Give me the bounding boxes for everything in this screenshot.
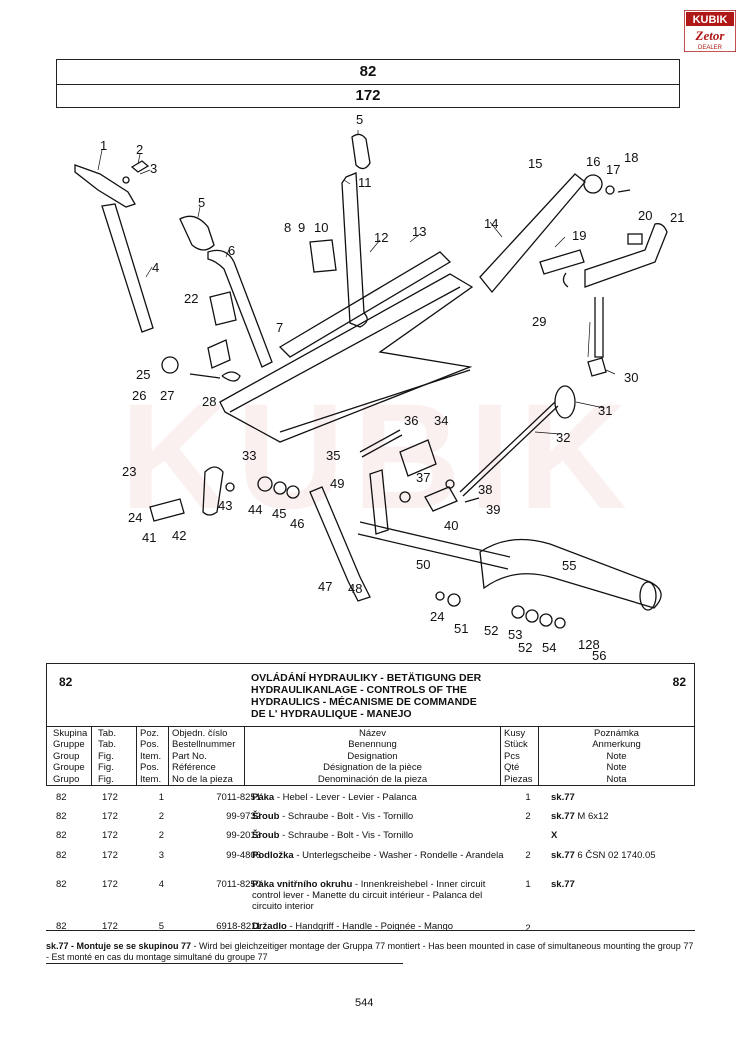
callout-48: 47	[318, 579, 332, 594]
callout-49: 48	[348, 581, 362, 596]
exploded-parts-diagram: 1 2 3 4 5 5 6 7 8 9 10 11 12 13 14 15 16…	[74, 112, 684, 663]
callout-9: 9	[298, 220, 305, 235]
callout-28: 128	[578, 637, 600, 652]
callout-33: 32	[556, 430, 570, 445]
callout-25: 25	[136, 367, 150, 382]
callout-20: 20	[638, 208, 652, 223]
callout-43: 42	[172, 528, 186, 543]
callout-10: 10	[314, 220, 328, 235]
callout-26: 26	[132, 388, 146, 403]
callout-32: 31	[598, 403, 612, 418]
callout-40: 39	[486, 502, 500, 517]
callout-14: 14	[484, 216, 498, 231]
callout-27: 27	[160, 388, 174, 403]
callout-15: 15	[528, 156, 542, 171]
divider	[46, 963, 403, 964]
callout-13: 13	[412, 224, 426, 239]
section-right: 82	[672, 675, 686, 689]
logo-line2: Zetor	[695, 28, 726, 43]
callout-44: 43	[218, 498, 232, 513]
callout-45: 44	[248, 502, 262, 517]
callout-52b: 52	[484, 623, 498, 638]
callout-55: 54	[542, 640, 556, 655]
callout-54: 53	[508, 627, 522, 642]
callout-19: 19	[572, 228, 586, 243]
callout-42: 41	[142, 530, 156, 545]
page-number: 544	[355, 997, 374, 1009]
table-number: 172	[56, 84, 680, 108]
callout-6: 6	[228, 243, 235, 258]
callout-46: 45	[272, 506, 286, 521]
logo-line3: DEALER	[698, 45, 723, 51]
callout-24b: 24	[430, 609, 444, 624]
callout-4: 4	[152, 260, 159, 275]
title-line-3: HYDRAULICS - MÉCANISME DE COMMANDE	[251, 696, 477, 708]
callout-37: 36	[404, 413, 418, 428]
callout-34: 33	[242, 448, 256, 463]
callout-23: 23	[122, 464, 136, 479]
callout-56: 55	[562, 558, 576, 573]
logo-line1: KUBIK	[693, 14, 728, 26]
section-number: 82	[56, 59, 680, 85]
callout-35: 34	[434, 413, 448, 428]
col-pos: Poz.Pos.Item.Pos.Item.	[137, 727, 169, 786]
callout-29: 28	[202, 394, 216, 409]
callout-2: 2	[136, 142, 143, 157]
callout-36: 35	[326, 448, 340, 463]
callout-5b: 5	[356, 112, 363, 127]
callout-18: 18	[624, 150, 638, 165]
callout-24a: 24	[128, 510, 142, 525]
callout-21: 21	[670, 210, 684, 225]
footnote: sk.77 - Montuje se se skupinou 77 - Wird…	[46, 941, 694, 962]
divider	[46, 930, 695, 931]
callout-51: 50	[416, 557, 430, 572]
callout-31: 30	[624, 370, 638, 385]
callout-5a: 5	[198, 195, 205, 210]
callout-16: 16	[586, 154, 600, 169]
callout-47: 46	[290, 516, 304, 531]
title-line-4: DE L' HYDRAULIQUE - MANEJO	[251, 708, 412, 720]
title-line-1: OVLÁDÁNÍ HYDRAULIKY - BETÄTIGUNG DER	[251, 672, 482, 684]
callout-1: 1	[100, 138, 107, 153]
kubik-zetor-logo: KUBIK Zetor DEALER	[684, 10, 736, 52]
title-line-2: HYDRAULIKANLAGE - CONTROLS OF THE	[251, 684, 467, 696]
callout-12: 12	[374, 230, 388, 245]
section-left: 82	[59, 675, 73, 689]
table-title: OVLÁDÁNÍ HYDRAULIKY - BETÄTIGUNG DER HYD…	[251, 672, 531, 720]
parts-table-header: 82 82 OVLÁDÁNÍ HYDRAULIKY - BETÄTIGUNG D…	[46, 663, 695, 786]
callout-53: 52	[518, 640, 532, 655]
callout-41: 40	[444, 518, 458, 533]
callout-22: 22	[184, 291, 198, 306]
callout-57: 56	[592, 648, 606, 663]
callout-8: 8	[284, 220, 291, 235]
callout-39: 38	[478, 482, 492, 497]
callout-17: 17	[606, 162, 620, 177]
callout-50: 49	[330, 476, 344, 491]
callout-30: 29	[532, 314, 546, 329]
callout-38: 37	[416, 470, 430, 485]
callout-52a: 51	[454, 621, 468, 636]
callout-11: 11	[358, 175, 372, 190]
callout-7: 7	[276, 320, 283, 335]
callout-3: 3	[150, 161, 157, 176]
col-tab: Tab.Tab.Fig.Fig.Fig.	[92, 727, 137, 786]
